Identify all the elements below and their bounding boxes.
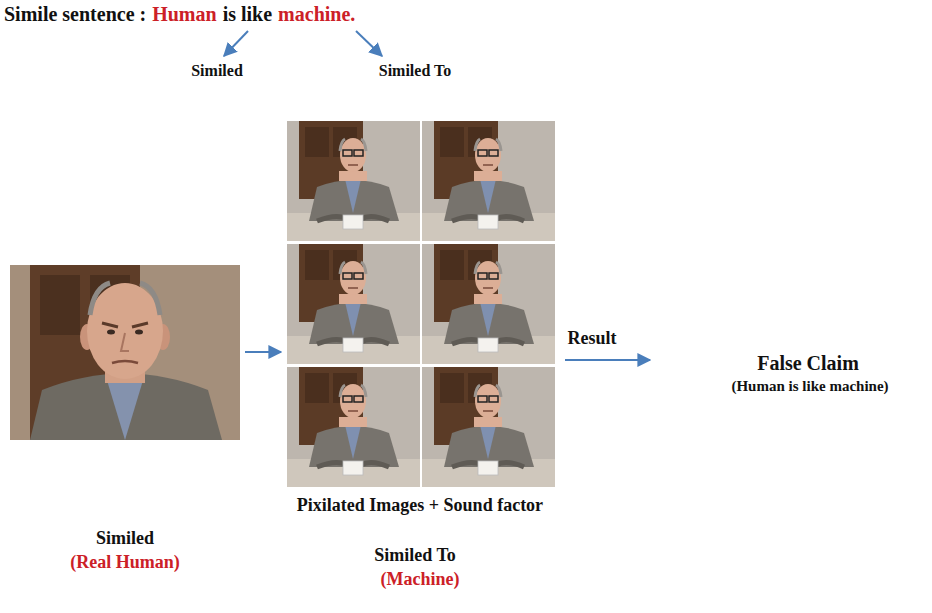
diagram-label: Result bbox=[568, 328, 617, 349]
diagram-label: (Real Human) bbox=[70, 552, 180, 573]
arrow bbox=[245, 351, 281, 353]
pointer-arrows bbox=[224, 31, 650, 360]
simile-sentence: Simile sentence : Human is like machine. bbox=[4, 3, 355, 26]
arrow bbox=[356, 31, 382, 56]
sentence-word: Human bbox=[152, 3, 216, 26]
sentence-word: machine. bbox=[278, 3, 355, 26]
diagram-label: Similed bbox=[191, 62, 243, 80]
diagram-label: Similed To bbox=[374, 545, 456, 566]
diagram-label: Pixilated Images + Sound factor bbox=[297, 495, 543, 516]
portrait-photo bbox=[10, 265, 240, 440]
diagram-label: Similed bbox=[96, 528, 154, 549]
sentence-word: Simile sentence : bbox=[4, 3, 146, 26]
arrow bbox=[224, 31, 248, 56]
diagram-label: (Human is like machine) bbox=[731, 378, 888, 395]
diagram-label: False Claim bbox=[757, 352, 859, 375]
sentence-word: is like bbox=[223, 3, 272, 26]
pixelated-image-grid bbox=[287, 121, 555, 487]
diagram-label: Similed To bbox=[379, 62, 451, 80]
diagram-label: (Machine) bbox=[381, 569, 460, 590]
arrow bbox=[565, 359, 650, 361]
